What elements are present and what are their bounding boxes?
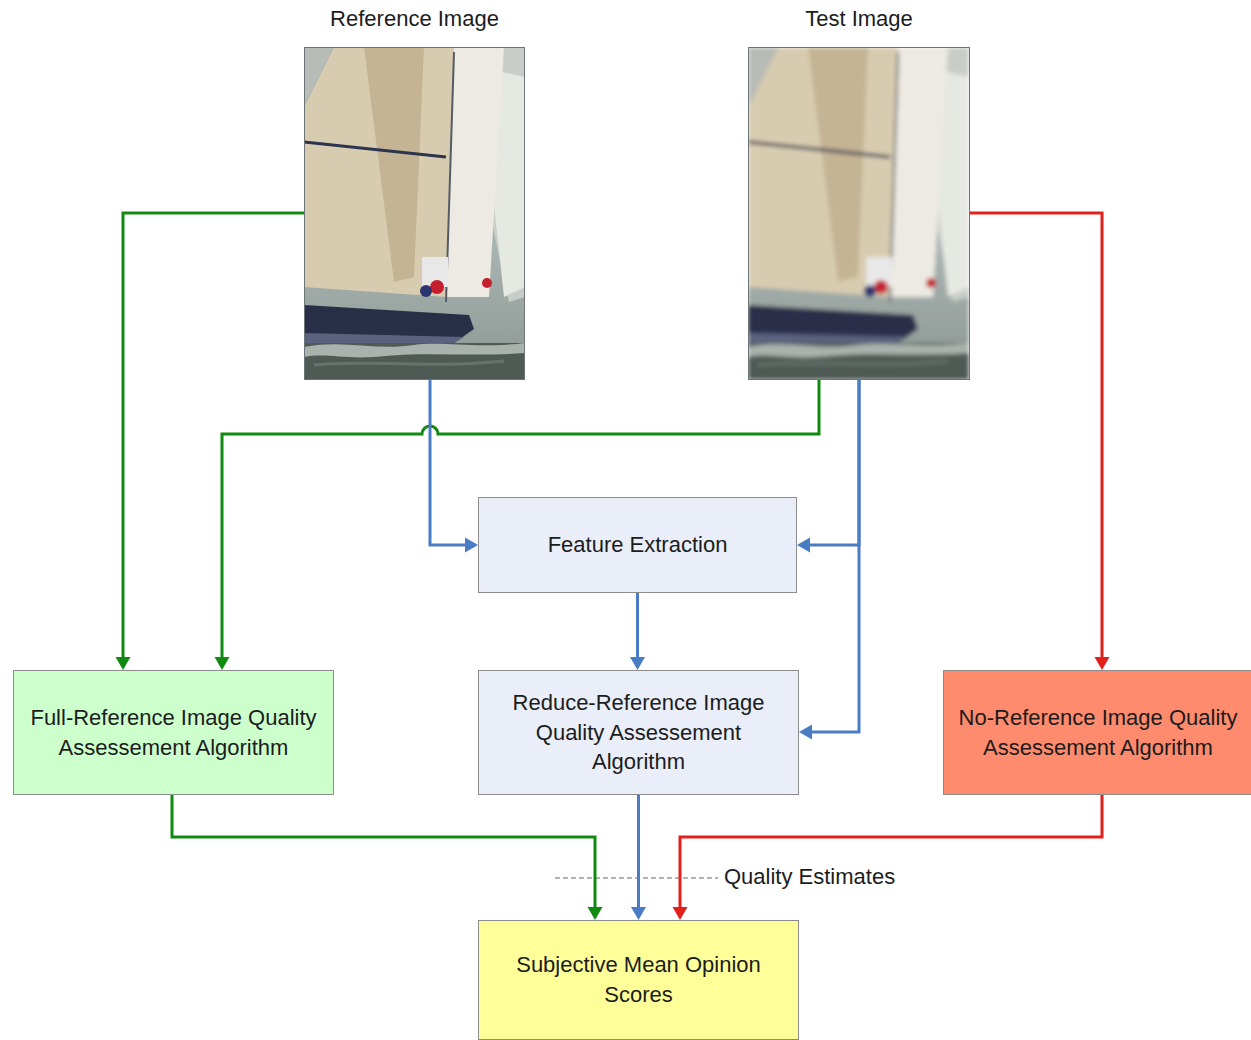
connector: [630, 593, 645, 670]
algorithm-box: No-Reference Image Quality Assessement A…: [943, 670, 1251, 795]
connector-line: [637, 795, 640, 908]
text-stack: Feature Extraction: [534, 530, 742, 560]
arrowhead: [799, 725, 812, 740]
connector-line: [680, 795, 1102, 908]
connector-line: [636, 593, 639, 658]
box-label: Full-Reference Image Quality Assessement…: [14, 703, 333, 763]
arrowhead: [465, 538, 478, 553]
leader-line: [555, 877, 718, 878]
arrowhead: [630, 657, 645, 670]
reference-photo: [304, 47, 525, 380]
connector-line: [811, 380, 859, 732]
image-heading: Test Image: [689, 6, 1029, 32]
test-photo: [748, 47, 969, 380]
connector-line: [172, 795, 595, 908]
connector: [430, 380, 478, 553]
arrowhead: [116, 657, 131, 670]
algorithm-box: Reduce-Reference Image Quality Assesseme…: [478, 670, 799, 795]
box-label: Reduce-Reference Image Quality Assesseme…: [479, 688, 798, 778]
connector-line: [809, 380, 859, 545]
connector: [970, 213, 1110, 670]
test-image: Test Image: [748, 47, 970, 380]
connector: [797, 380, 859, 553]
score-box: Subjective Mean Opinion Scores: [478, 920, 799, 1040]
connector: [215, 380, 820, 670]
arrowhead: [797, 538, 810, 553]
image-heading: Reference Image: [245, 6, 584, 32]
process-box: Feature Extraction: [478, 497, 797, 593]
arrowhead: [588, 907, 603, 920]
box-label: Feature Extraction: [534, 530, 742, 560]
arrowhead: [1095, 657, 1110, 670]
box-label: Subjective Mean Opinion Scores: [479, 950, 798, 1010]
text-stack: Full-Reference Image Quality Assessement…: [14, 703, 333, 763]
connector: [673, 795, 1103, 920]
connector-line: [970, 213, 1102, 658]
reference-image: Reference Image: [304, 47, 525, 380]
box-label: No-Reference Image Quality Assessement A…: [944, 703, 1251, 763]
arrowhead: [673, 907, 688, 920]
annotation-label: Quality Estimates: [722, 864, 897, 890]
connector-line: [430, 380, 466, 545]
text-stack: Subjective Mean Opinion Scores: [479, 950, 798, 1010]
connector-line: [222, 380, 819, 658]
connector: [631, 795, 646, 920]
text-stack: Reduce-Reference Image Quality Assesseme…: [479, 688, 798, 778]
connector: [799, 380, 859, 740]
connector: [172, 795, 603, 920]
arrowhead: [631, 907, 646, 920]
algorithm-box: Full-Reference Image Quality Assessement…: [13, 670, 334, 795]
connector: [116, 213, 305, 670]
text-stack: No-Reference Image Quality Assessement A…: [944, 703, 1251, 763]
arrowhead: [215, 657, 230, 670]
